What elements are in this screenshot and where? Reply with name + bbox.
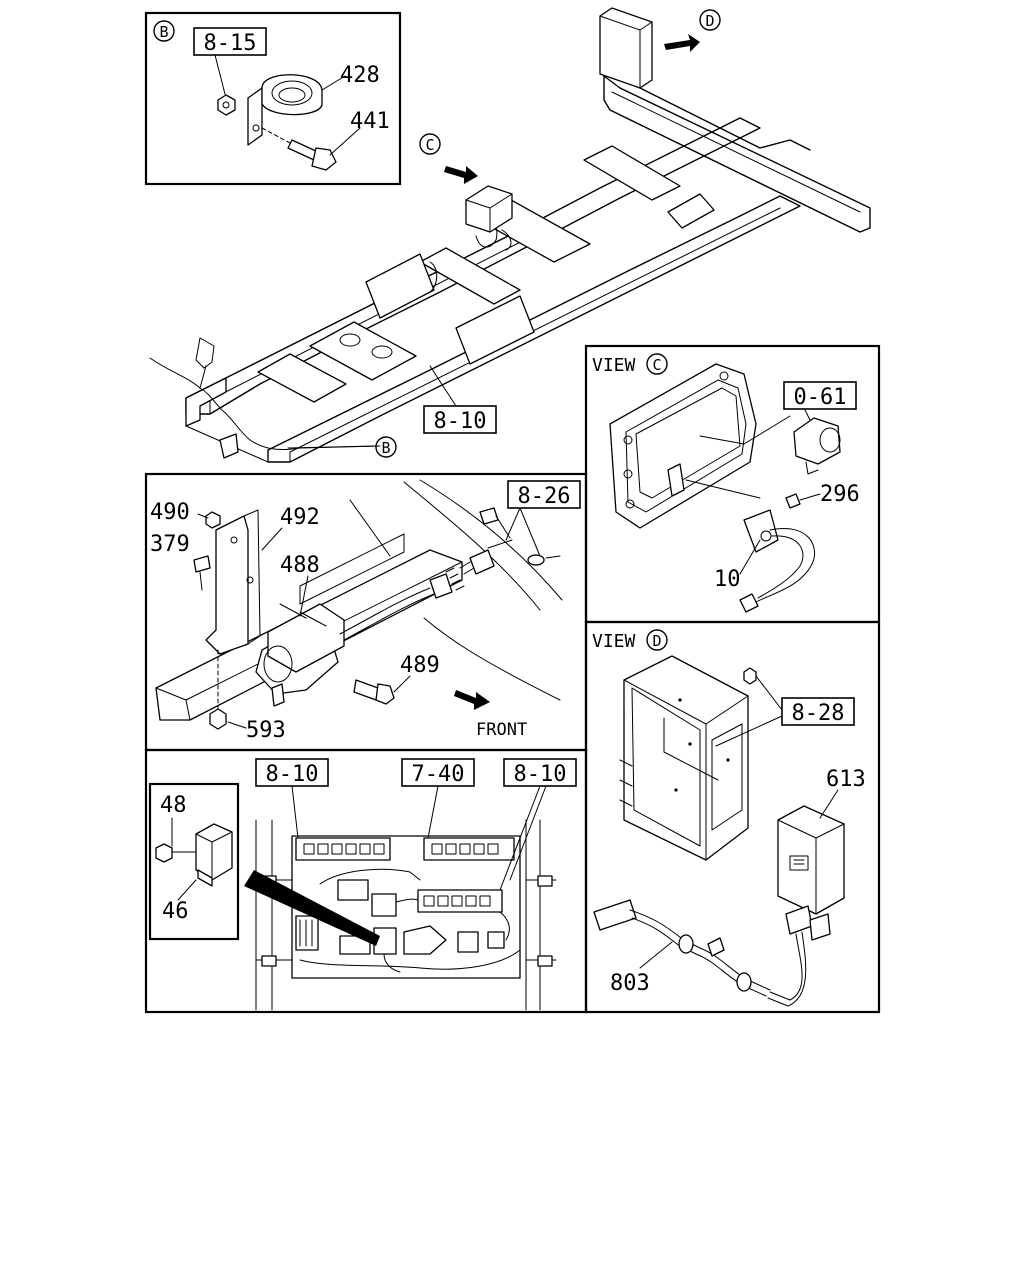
part-593: 593	[246, 718, 286, 743]
marker-c-letter: C	[425, 136, 434, 154]
marker-b2-letter: B	[381, 439, 390, 457]
view-b-frame	[144, 11, 402, 186]
view-c-marker-circle	[646, 353, 668, 375]
ref-box-8-26	[507, 480, 581, 509]
part-441: 441	[350, 109, 390, 134]
part-46: 46	[162, 899, 189, 924]
view-d-title: VIEW	[592, 631, 636, 652]
ref-8-26: 8-26	[518, 484, 571, 509]
view-d-marker-circle	[646, 629, 668, 651]
view-c-detail: VIEW C 0-61 296 10	[592, 353, 860, 613]
relay-panel-frame	[144, 748, 588, 1014]
view-c-title: VIEW	[592, 355, 636, 376]
part-296: 296	[820, 482, 860, 507]
part-490: 490	[150, 500, 190, 525]
chassis-frame: D C	[149, 7, 871, 463]
marker-d-letter: D	[705, 12, 714, 30]
relay-panel-detail: 8-10 7-40 8-10 48 46	[155, 758, 577, 1011]
ref-8-28: 8-28	[792, 701, 845, 726]
part-48: 48	[160, 793, 187, 818]
marker-b-circle	[153, 20, 175, 42]
ref-8-15: 8-15	[204, 31, 257, 56]
front-label: FRONT	[476, 720, 527, 740]
marker-b2-circle	[375, 436, 397, 458]
view-d-detail: VIEW D 8-28 613	[592, 629, 866, 1007]
ref-box-8-15	[193, 27, 267, 56]
ref-8-10-chassis: 8-10	[434, 409, 487, 434]
view-c-marker-letter: C	[652, 356, 661, 374]
part-492: 492	[280, 505, 320, 530]
part-489: 489	[400, 653, 440, 678]
relay-inset-frame	[148, 782, 240, 941]
view-d-marker-letter: D	[652, 632, 661, 650]
ref-box-0-61	[783, 381, 857, 410]
part-488: 488	[280, 553, 320, 578]
part-428: 428	[340, 63, 380, 88]
marker-d-circle	[699, 9, 721, 31]
throttle-detail: 492 490 379 488 8-26	[150, 479, 581, 743]
ref-8-10-left: 8-10	[266, 762, 319, 787]
part-379: 379	[150, 532, 190, 557]
part-613: 613	[826, 767, 866, 792]
view-b-detail: B 8-15 428 441	[153, 20, 390, 171]
ref-box-8-10-chassis	[423, 405, 497, 434]
ref-7-40: 7-40	[412, 762, 465, 787]
part-803: 803	[610, 971, 650, 996]
ref-box-8-10-left	[255, 758, 329, 787]
ref-0-61: 0-61	[794, 385, 847, 410]
part-10: 10	[714, 567, 741, 592]
marker-b-letter: B	[159, 23, 168, 41]
ref-box-8-28	[781, 697, 855, 726]
ref-8-10-right: 8-10	[514, 762, 567, 787]
marker-c-circle	[419, 133, 441, 155]
